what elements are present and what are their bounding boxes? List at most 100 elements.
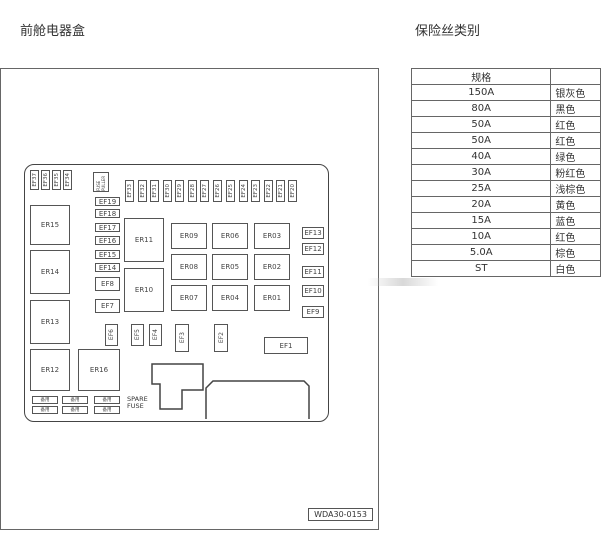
relay-er04: ER04: [212, 285, 248, 311]
spare-fuse-slot: 备用: [62, 406, 88, 414]
spec-cell: 5.0A: [410, 244, 552, 261]
fuse-ef31: EF31: [150, 180, 159, 202]
color-cell: 粉红色: [550, 164, 601, 181]
color-cell: [550, 68, 601, 85]
color-cell: 红色: [550, 132, 601, 149]
relay-er01: ER01: [254, 285, 290, 311]
fuse-ef14: EF14: [95, 263, 120, 272]
fuse-box-module: [24, 164, 329, 422]
spare-fuse-slot: 备用: [62, 396, 88, 404]
fuse-ef28: EF28: [188, 180, 197, 202]
relay-er13: ER13: [30, 300, 70, 344]
spec-cell: 40A: [410, 148, 552, 165]
spec-cell: 25A: [410, 180, 552, 197]
fuse-ef3: EF3: [175, 324, 189, 352]
color-cell: 银灰色: [550, 84, 601, 101]
fuse-ef35: EF35: [52, 170, 61, 190]
spare-fuse-slot: 备用: [94, 406, 120, 414]
relay-er06: ER06: [212, 223, 248, 249]
spec-cell: 10A: [410, 228, 552, 245]
table-row: 规格: [410, 68, 601, 85]
relay-er08: ER08: [171, 254, 207, 280]
fuse-ef4: EF4: [149, 324, 162, 346]
fuse-ef18: EF18: [95, 209, 120, 218]
color-cell: 绿色: [550, 148, 601, 165]
fuse-ef16: EF16: [95, 236, 120, 245]
relay-er10: ER10: [124, 268, 164, 312]
color-cell: 红色: [550, 228, 601, 245]
connector-outlines: [151, 363, 310, 419]
color-cell: 黄色: [550, 196, 601, 213]
fuse-ef8: EF8: [95, 277, 120, 291]
fuse-ef11: EF11: [302, 266, 324, 278]
spec-cell: 50A: [410, 132, 552, 149]
spec-cell: 50A: [410, 116, 552, 133]
fuse-ef30: EF30: [163, 180, 172, 202]
color-cell: 白色: [550, 260, 601, 277]
fuse-ef23: EF23: [251, 180, 260, 202]
relay-er12: ER12: [30, 349, 70, 391]
spare-fuse-slot: 备用: [94, 396, 120, 404]
spec-cell: 20A: [410, 196, 552, 213]
fuse-ef10: EF10: [302, 285, 324, 297]
spare-fuse-slot: 备用: [32, 396, 58, 404]
relay-er07: ER07: [171, 285, 207, 311]
fuse-ef20: EF20: [288, 180, 297, 202]
spec-cell: 规格: [410, 68, 552, 85]
relay-er02: ER02: [254, 254, 290, 280]
fuse-ef22: EF22: [264, 180, 273, 202]
fuse-ef33: EF33: [125, 180, 134, 202]
spec-cell: ST: [410, 260, 552, 277]
watermark-smudge: [368, 278, 438, 286]
fuse-box-panel: [0, 68, 379, 530]
fuse-ef32: EF32: [138, 180, 147, 202]
fuse-ef19: EF19: [95, 197, 120, 206]
relay-er03: ER03: [254, 223, 290, 249]
relay-er14: ER14: [30, 250, 70, 294]
color-cell: 蓝色: [550, 212, 601, 229]
fuse-ef6: EF6: [105, 324, 118, 346]
fuse-ef13: EF13: [302, 227, 324, 239]
fuse-ef24: EF24: [239, 180, 248, 202]
table-title: 保险丝类别: [415, 24, 481, 39]
relay-er11: ER11: [124, 218, 164, 262]
relay-er05: ER05: [212, 254, 248, 280]
fuse-ef15: EF15: [95, 250, 120, 259]
fuse-ef34: EF34: [63, 170, 72, 190]
color-cell: 浅棕色: [550, 180, 601, 197]
fuse-ef37: EF37: [30, 170, 39, 190]
diagram-title: 前舱电器盒: [20, 24, 86, 39]
fuse-ef7: EF7: [95, 299, 120, 313]
drawing-code: WDA30-0153: [308, 508, 373, 521]
fuse-ef36: EF36: [41, 170, 50, 190]
color-cell: 棕色: [550, 244, 601, 261]
fuse-puller: FUSE PULLER: [93, 172, 109, 192]
relay-er16: ER16: [78, 349, 120, 391]
relay-er09: ER09: [171, 223, 207, 249]
color-cell: 红色: [550, 116, 601, 133]
fuse-ef5: EF5: [131, 324, 144, 346]
fuse-ef2: EF2: [214, 324, 228, 352]
fuse-ef21: EF21: [276, 180, 285, 202]
fuse-ef29: EF29: [175, 180, 184, 202]
spec-cell: 80A: [410, 100, 552, 117]
spec-cell: 150A: [410, 84, 552, 101]
fuse-ef25: EF25: [226, 180, 235, 202]
fuse-ef1: EF1: [264, 337, 308, 354]
fuse-ef12: EF12: [302, 243, 324, 255]
spec-cell: 15A: [410, 212, 552, 229]
fuse-ef17: EF17: [95, 223, 120, 232]
fuse-ef9: EF9: [302, 306, 324, 318]
spare-fuse-slot: 备用: [32, 406, 58, 414]
